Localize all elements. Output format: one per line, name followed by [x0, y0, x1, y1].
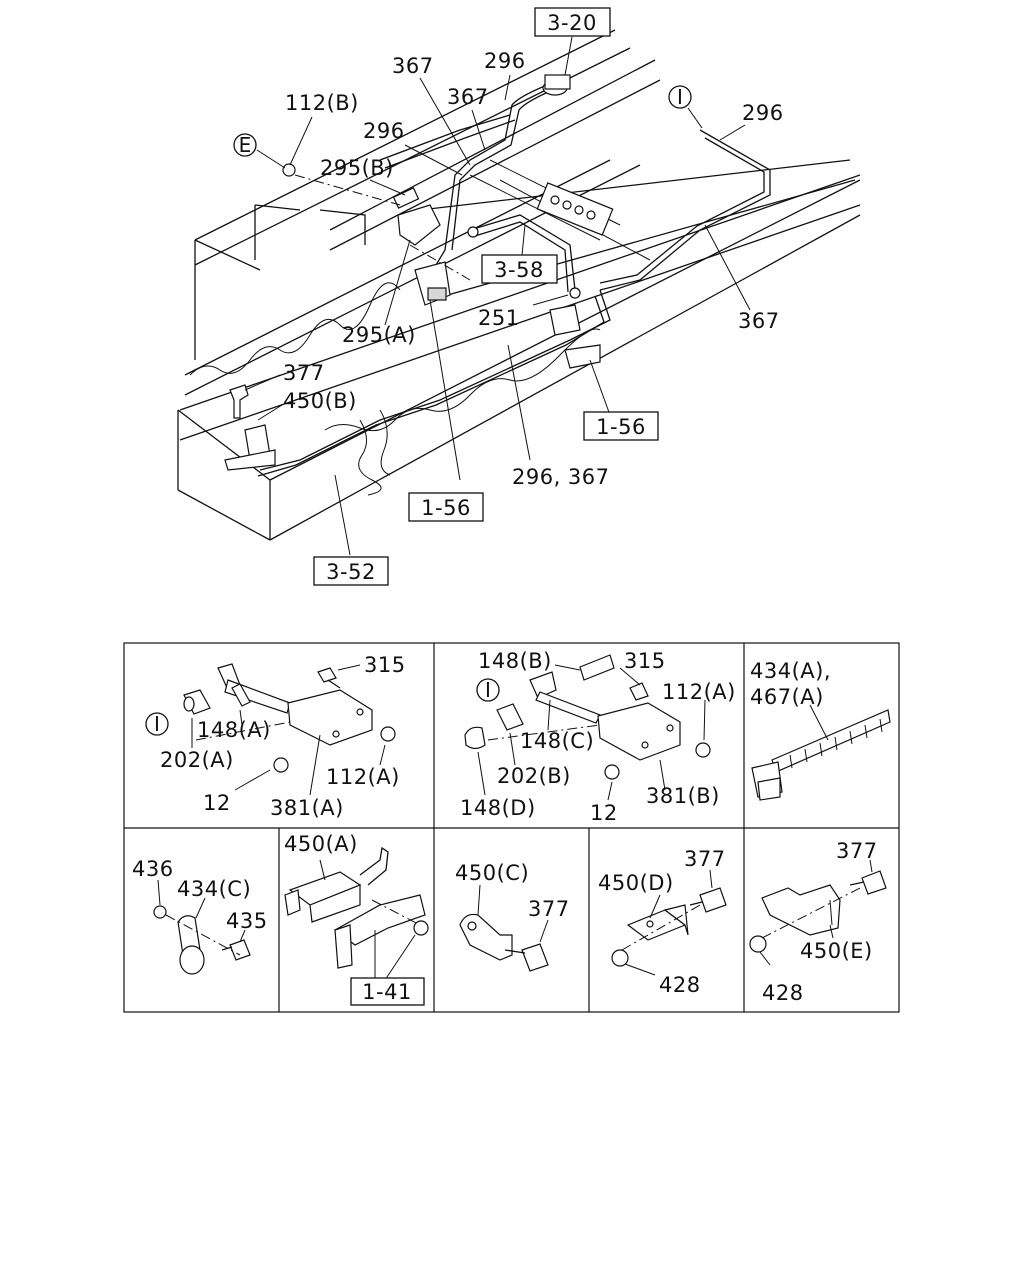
ref-box-3-52: 3-52 — [313, 556, 389, 586]
callout-434a: 434(A), — [750, 659, 831, 683]
callout-296-left: 296 — [363, 119, 405, 143]
callout-450c: 450(C) — [455, 861, 529, 885]
detail-panel-7: 450(D) 377 428 — [598, 847, 727, 997]
callout-148b: 148(B) — [478, 649, 552, 673]
callout-315: 315 — [624, 649, 666, 673]
callout-367-mid: 367 — [447, 85, 489, 109]
callout-12: 12 — [203, 791, 231, 815]
callout-436: 436 — [132, 857, 174, 881]
callout-381b: 381(B) — [646, 784, 720, 808]
ref-box-3-58: 3-58 — [481, 254, 558, 284]
marker-i: I — [668, 85, 692, 109]
callout-450d: 450(D) — [598, 871, 674, 895]
callout-377: 377 — [283, 361, 325, 385]
marker-e: E — [233, 133, 257, 157]
callout-148d: 148(D) — [460, 796, 536, 820]
callout-450b: 450(B) — [283, 389, 357, 413]
detail-panel-5: 1-41 450(A) — [284, 832, 429, 1006]
main-leaders — [244, 36, 751, 556]
callout-367-right: 367 — [738, 309, 780, 333]
callout-467a: 467(A) — [750, 685, 824, 709]
brake-pipes — [257, 79, 771, 477]
callout-377: 377 — [528, 897, 570, 921]
ref-box-3-20: 3-20 — [534, 7, 611, 37]
callout-12: 12 — [590, 801, 618, 825]
chassis-frame — [177, 29, 861, 541]
callout-295a: 295(A) — [342, 323, 416, 347]
callout-202a: 202(A) — [160, 748, 234, 772]
ref-box-1-56-center: 1-56 — [408, 492, 484, 522]
marker-label: I — [485, 678, 491, 702]
callout-251: 251 — [478, 306, 520, 330]
callout-450e: 450(E) — [800, 939, 873, 963]
callout-428: 428 — [659, 973, 701, 997]
callout-435: 435 — [226, 909, 268, 933]
callout-296-top: 296 — [484, 49, 526, 73]
ref-label: 1-56 — [596, 415, 646, 439]
callout-296-right: 296 — [742, 101, 784, 125]
marker-label: I — [154, 712, 160, 736]
main-components — [224, 74, 601, 471]
callout-148a: 148(A) — [197, 718, 271, 742]
callout-381a: 381(A) — [270, 796, 344, 820]
callout-315: 315 — [364, 653, 406, 677]
callout-148c: 148(C) — [520, 729, 594, 753]
ref-box-1-56-right: 1-56 — [583, 411, 659, 441]
marker-label: E — [239, 133, 252, 157]
callout-112a: 112(A) — [662, 680, 736, 704]
callout-377: 377 — [836, 839, 878, 863]
callout-296-367: 296, 367 — [512, 465, 610, 489]
callout-112b: 112(B) — [285, 91, 359, 115]
callout-434c: 434(C) — [177, 877, 251, 901]
ref-label: 3-52 — [326, 560, 376, 584]
detail-panel-4: 436 434(C) 435 — [132, 857, 268, 975]
detail-grid — [123, 642, 900, 1013]
detail-panel-1: I 315 148(A) 202(A) 112(A) 12 381(A) — [145, 653, 406, 820]
callout-428: 428 — [762, 981, 804, 1005]
callout-112a: 112(A) — [326, 765, 400, 789]
detail-panel-8: 377 450(E) 428 — [749, 839, 887, 1005]
callout-295b: 295(B) — [320, 156, 394, 180]
ref-label: 3-58 — [494, 258, 544, 282]
callout-202b: 202(B) — [497, 764, 571, 788]
callout-367-top: 367 — [392, 54, 434, 78]
marker-label: I — [677, 85, 683, 109]
detail-panel-2: I 148(B) 315 112(A) 148(C) 202(B) 148(D)… — [460, 649, 736, 825]
callout-377: 377 — [684, 847, 726, 871]
ref-box-1-41: 1-41 — [362, 980, 412, 1004]
detail-panel-3: 434(A), 467(A) — [750, 659, 891, 801]
ref-label: 3-20 — [547, 11, 597, 35]
detail-panel-6: 450(C) 377 — [455, 861, 570, 972]
callout-450a: 450(A) — [284, 832, 358, 856]
ref-label: 1-56 — [421, 496, 471, 520]
